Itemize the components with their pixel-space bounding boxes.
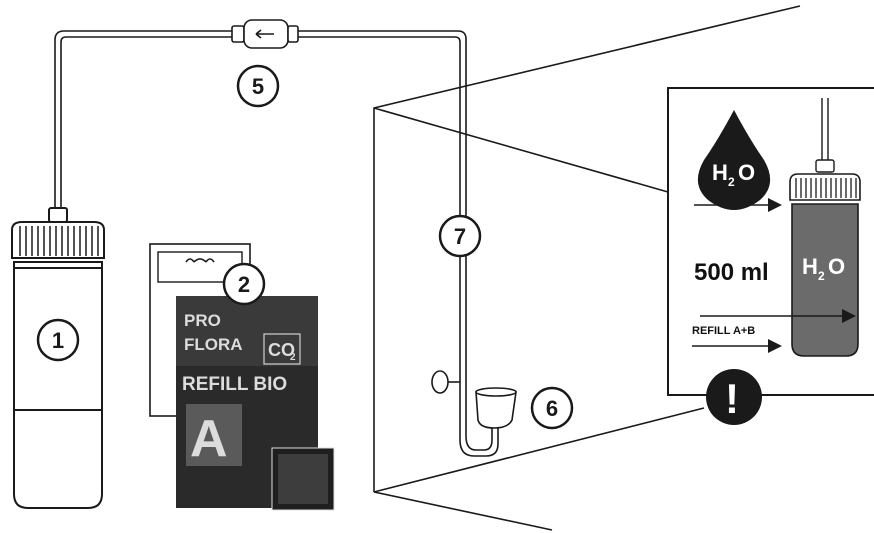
refill-instructions-inset: H 2 O H 2 O [667,87,874,425]
callout-7-label: 7 [454,224,466,249]
package-brand-line2: FLORA [184,335,243,354]
bottle-h: H [802,254,818,279]
package-letter: A [190,410,228,468]
inset-bottle: H 2 O [789,173,861,357]
drop-o: O [738,160,755,185]
callout-6: 6 [530,386,574,430]
co2-tubing [54,30,467,350]
bottle-sub: 2 [818,269,825,283]
bottle-cap-ridges [19,226,99,256]
refill-label: REFILL A+B [692,325,755,337]
package-co2: CO [268,340,295,360]
callout-6-label: 6 [546,396,558,421]
callout-1-label: 1 [52,328,64,353]
callout-1: 1 [36,318,80,362]
aquarium-outline [373,5,801,531]
warning-icon [706,369,762,425]
package-refill-text: REFILL BIO [182,374,287,395]
callout-2-label: 2 [238,272,250,297]
callout-5: 5 [236,64,280,108]
callout-2: 2 [222,262,266,306]
callout-5-label: 5 [252,74,264,99]
drop-h: H [712,160,728,185]
warning-symbol: ! [725,375,739,422]
bottle-o: O [828,254,845,279]
water-drop-icon [697,110,771,210]
drop-sub: 2 [728,175,735,189]
package-brand-line1: PRO [184,311,221,330]
callout-7: 7 [438,214,482,258]
check-valve [231,19,299,49]
package-co2-sub: 2 [290,352,296,363]
co2-diffuser [431,350,517,457]
volume-label: 500 ml [694,259,769,286]
package-text: PRO FLORA CO 2 REFILL BIO A [182,311,301,468]
co2-bottle [11,207,105,509]
